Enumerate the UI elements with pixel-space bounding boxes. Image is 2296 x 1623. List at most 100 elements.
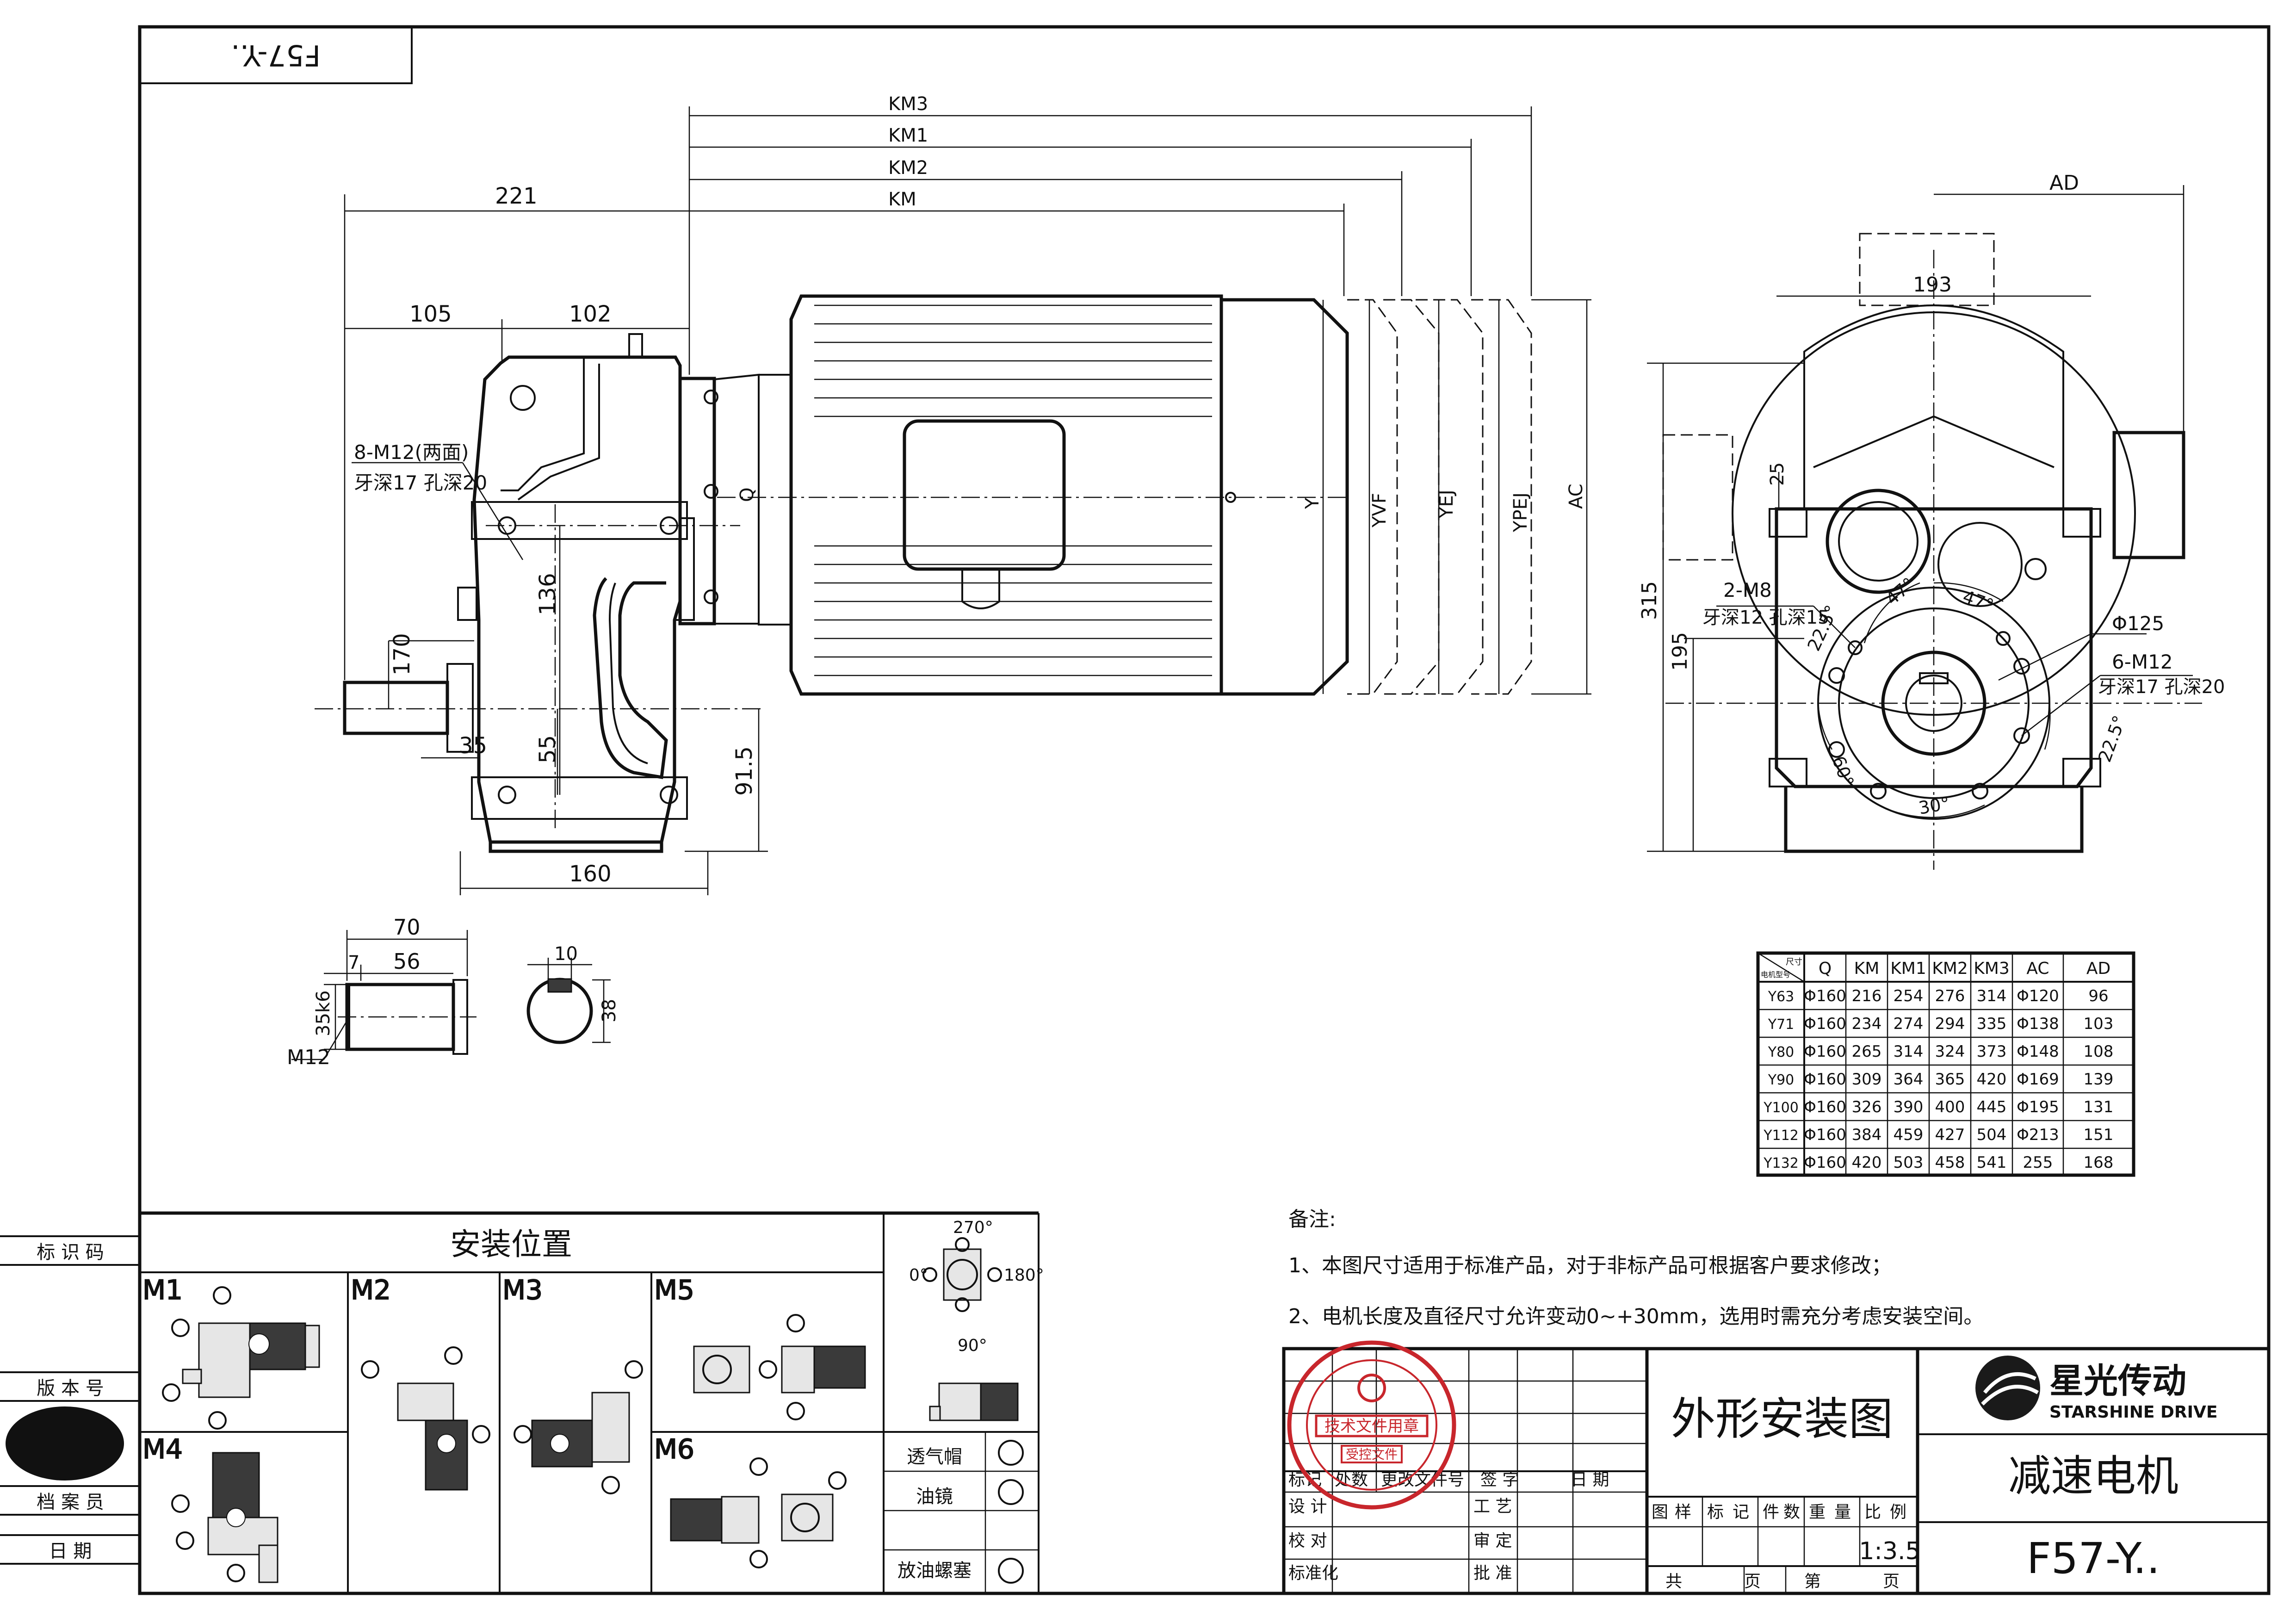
pos-m3: M3 [502,1274,543,1306]
table-cell: 314 [1977,987,2007,1005]
notes-heading: 备注: [1288,1208,1336,1231]
dim-ad: AD [2049,171,2079,195]
dim-56: 56 [393,949,421,974]
table-cell: 324 [1935,1042,1965,1061]
dim-km1: KM1 [888,125,928,146]
table-cell: Y63 [1768,989,1795,1005]
table-cell: Φ169 [2017,1070,2059,1089]
angle-90: 90° [958,1336,987,1355]
dim-195: 195 [1668,632,1692,671]
label-ypej: YPEJ [1510,492,1531,533]
shaft-detail: 70 56 7 35k6 M12 10 38 [287,915,620,1069]
table-cell: 103 [2084,1015,2114,1033]
pos-m4: M4 [142,1433,183,1465]
model-code: F57-Y.. [2027,1534,2160,1583]
grid-h6: 重 [1809,1503,1826,1522]
th-ad: AD [2086,959,2110,978]
drawing-title: 外形安装图 [1671,1393,1893,1445]
grid-h8: 比 [1864,1503,1881,1522]
mount-title: 安装位置 [450,1227,572,1262]
angle-diagram: 270° 0° 180° 90° [909,1218,1044,1421]
table-cell: 108 [2084,1042,2114,1061]
grid-h3: 记 [1733,1503,1749,1522]
thread-m12: M12 [287,1046,330,1069]
table-cell: 400 [1935,1098,1965,1116]
angle-0: 0° [909,1266,928,1285]
table-cell: 420 [1852,1153,1882,1172]
m1-sketch [162,1286,320,1430]
table-cell: Φ160 [1804,1126,1846,1144]
table-cell: 384 [1852,1126,1882,1144]
table-cell: Φ160 [1804,1098,1846,1116]
end-view [1662,233,2202,870]
tb-sign: 签 字 [1480,1470,1519,1489]
dim-315: 315 [1638,581,1661,620]
thread-6-m12: 6-M12 [2112,650,2173,673]
product-name: 减速电机 [2008,1451,2178,1501]
pos-m5: M5 [654,1274,694,1306]
table-cell: 314 [1894,1042,1924,1061]
stamp-sub: 受控文件 [1346,1447,1398,1462]
tb-check: 校 对 [1288,1531,1327,1550]
angle-270: 270° [953,1218,993,1237]
company-en: STARSHINE DRIVE [2049,1403,2217,1422]
table-cell: 276 [1935,987,1965,1005]
sheet-page2: 页 [1883,1572,1900,1591]
dim-key-38: 38 [599,999,620,1022]
table-cell: 255 [2023,1153,2053,1172]
th-km3: KM3 [1974,959,2010,978]
label-yvf: YVF [1369,493,1390,528]
legend-oil-sight: 油镜 [916,1486,953,1507]
company-logo [1975,1356,2040,1420]
side-view [315,333,763,853]
sheet-page1: 页 [1744,1572,1761,1591]
table-cell: 427 [1935,1126,1965,1144]
table-cell: 373 [1977,1042,2007,1061]
angle-60: 60° [1828,753,1858,789]
th-ac: AC [2026,959,2049,978]
dim-193: 193 [1913,273,1952,297]
grid-h5: 数 [1783,1503,1800,1522]
tb-process: 工 艺 [1473,1497,1512,1516]
table-cell: Φ138 [2017,1015,2059,1033]
table-cell: 168 [2084,1153,2114,1172]
notes: 备注: 1、本图尺寸适用于标准产品，对于非标产品可根据客户要求修改； 2、电机长… [1288,1208,1984,1328]
dim-phi125: Φ125 [2112,612,2164,635]
dim-136: 136 [535,573,561,615]
table-cell: Φ160 [1804,987,1846,1005]
grid-h1: 样 [1675,1503,1691,1522]
grid-h0: 图 [1652,1503,1668,1522]
table-cell: 335 [1977,1015,2007,1033]
table-corner-bottom: 电机型号 [1761,970,1790,979]
angle-180: 180° [1004,1266,1044,1285]
table-cell: Φ213 [2017,1126,2059,1144]
left-strip: 标 识 码 版 本 号 档 案 员 日 期 [0,1235,140,1565]
table-cell: Y100 [1763,1100,1799,1116]
table-cell: 365 [1935,1070,1965,1089]
outer-border [138,25,2271,1595]
table-cell: 445 [1977,1098,2007,1116]
label-ac: AC [1566,483,1587,509]
legend-drain-plug: 放油螺塞 [897,1560,972,1581]
label-id-code: 标 识 码 [37,1242,104,1263]
table-cell: 364 [1894,1070,1924,1089]
thread-2-m8: 2-M8 [1723,579,1772,601]
thread-6-depth: 牙深17 孔深20 [2098,676,2225,698]
table-cell: 458 [1935,1153,1965,1172]
dim-221: 221 [495,183,538,209]
dim-km2: KM2 [888,157,928,179]
table-cell: Y80 [1768,1044,1795,1060]
m3-sketch [514,1360,643,1494]
table-cell: 541 [1977,1153,2007,1172]
code-box [139,26,413,84]
table-cell: 234 [1852,1015,1882,1033]
angle-225b: 22.5° [2094,713,2130,765]
grid-h2: 标 [1707,1503,1724,1522]
th-km2: KM2 [1932,959,1968,978]
table-cell: 459 [1894,1126,1924,1144]
pos-m1: M1 [142,1274,183,1306]
dim-q: Q [736,488,758,502]
dim-70: 70 [393,915,421,940]
dim-35k6: 35k6 [313,990,334,1036]
th-q: Q [1819,959,1832,978]
